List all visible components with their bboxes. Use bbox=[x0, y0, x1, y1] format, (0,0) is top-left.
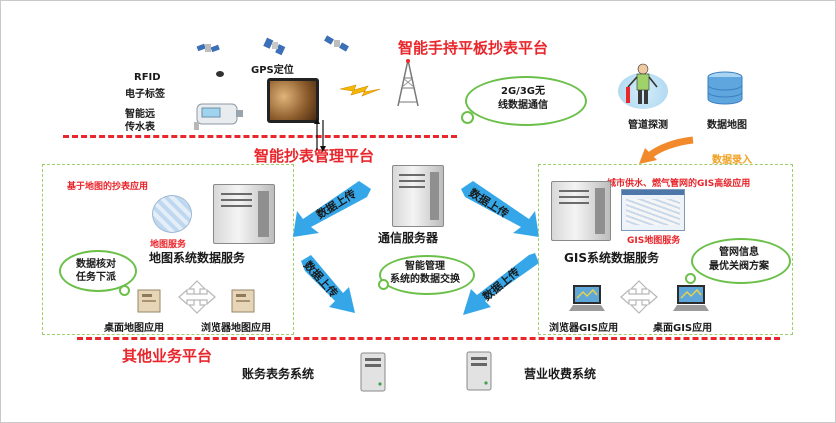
upload-arrow-bottom-left bbox=[301, 255, 355, 313]
cloud-tail bbox=[461, 111, 474, 124]
satellite-icon bbox=[324, 35, 349, 52]
browser-gis-label: 浏览器GIS应用 bbox=[549, 323, 619, 334]
satellite-icon bbox=[263, 37, 286, 56]
two-way-arrows-icon bbox=[620, 280, 658, 314]
rfid-tag-label: 电子标签 bbox=[125, 89, 165, 100]
task-label-1: 数据核对 bbox=[76, 259, 116, 270]
divider-bottom bbox=[77, 337, 780, 340]
surveyor-icon bbox=[626, 63, 658, 104]
upload-arrow-bottom-right bbox=[463, 253, 539, 315]
rfid-label: RFID bbox=[134, 72, 161, 83]
data-entry-arrow bbox=[639, 136, 694, 164]
gis-app-title: 城市供水、燃气管网的GIS高级应用 bbox=[607, 179, 751, 189]
map-service-label: 地图服务 bbox=[150, 240, 187, 250]
smart-meter-label-1: 智能远 bbox=[125, 109, 155, 120]
fee-server-icon bbox=[466, 351, 492, 391]
data-entry-label: 数据录入 bbox=[712, 155, 752, 166]
task-label-2: 任务下派 bbox=[76, 272, 116, 283]
other-platform-title: 其他业务平台 bbox=[122, 347, 213, 365]
wireless-network-cloud bbox=[465, 76, 587, 126]
task-cloud-tail bbox=[119, 285, 130, 296]
valve-plan-cloud-tail bbox=[685, 273, 696, 284]
billing-server-icon bbox=[360, 352, 386, 392]
upload-arrow-top-left bbox=[293, 181, 371, 237]
exchange-label-1: 智能管理 bbox=[405, 261, 445, 272]
data-map-label: 数据地图 bbox=[707, 120, 747, 131]
map-system-box bbox=[42, 164, 294, 335]
database-icon bbox=[707, 71, 743, 105]
map-data-server-icon bbox=[213, 184, 275, 244]
valve-plan-label-2: 最优关阀方案 bbox=[709, 261, 769, 272]
sync-arrows-icon bbox=[314, 118, 326, 152]
gis-map-window-icon bbox=[621, 189, 685, 231]
exchange-cloud bbox=[379, 255, 475, 295]
network-label-1: 2G/3G无 bbox=[501, 86, 545, 97]
map-service-globe-icon bbox=[152, 195, 192, 233]
gis-data-server-icon bbox=[551, 181, 611, 241]
desktop-gis-label: 桌面GIS应用 bbox=[653, 323, 713, 334]
map-app-title: 基于地图的抄表应用 bbox=[67, 182, 149, 192]
smart-meter-label-2: 传水表 bbox=[125, 122, 155, 133]
gis-system-box bbox=[538, 164, 793, 335]
rfid-dot bbox=[216, 71, 224, 77]
gis-data-service-label: GIS系统数据服务 bbox=[564, 251, 659, 265]
browser-gis-laptop-icon bbox=[569, 285, 605, 311]
fee-system-label: 营业收费系统 bbox=[524, 367, 597, 381]
valve-plan-label-1: 管网信息 bbox=[719, 247, 759, 258]
two-way-arrows-icon bbox=[178, 280, 216, 314]
desktop-map-app-label: 桌面地图应用 bbox=[104, 323, 164, 334]
exchange-label-2: 系统的数据交换 bbox=[390, 274, 460, 285]
management-platform-title: 智能抄表管理平台 bbox=[254, 147, 375, 165]
pipe-probe-label: 管道探测 bbox=[628, 120, 668, 131]
browser-map-app-icon bbox=[231, 289, 255, 313]
map-data-service-label: 地图系统数据服务 bbox=[149, 251, 246, 265]
valve-plan-cloud bbox=[691, 238, 791, 284]
browser-map-app-label: 浏览器地图应用 bbox=[201, 323, 271, 334]
handheld-platform-title: 智能手持平板抄表平台 bbox=[398, 39, 549, 57]
signal-tower-icon bbox=[397, 59, 419, 107]
billing-system-label: 账务表务系统 bbox=[242, 367, 315, 381]
upload-arrow-top-right bbox=[461, 181, 539, 237]
lightning-icon bbox=[340, 84, 380, 97]
water-meter-icon bbox=[194, 103, 243, 130]
network-label-2: 线数据通信 bbox=[498, 100, 548, 111]
exchange-cloud-tail bbox=[378, 279, 389, 290]
desktop-gis-laptop-icon bbox=[673, 285, 709, 311]
tablet-device-icon bbox=[267, 78, 319, 123]
gps-label: GPS定位 bbox=[251, 65, 294, 76]
desktop-map-app-icon bbox=[137, 289, 161, 313]
comm-server-icon bbox=[392, 165, 444, 227]
satellite-icon bbox=[196, 43, 220, 53]
comm-server-label: 通信服务器 bbox=[378, 231, 439, 245]
gis-map-service-label: GIS地图服务 bbox=[627, 236, 681, 246]
divider-top bbox=[63, 135, 457, 138]
